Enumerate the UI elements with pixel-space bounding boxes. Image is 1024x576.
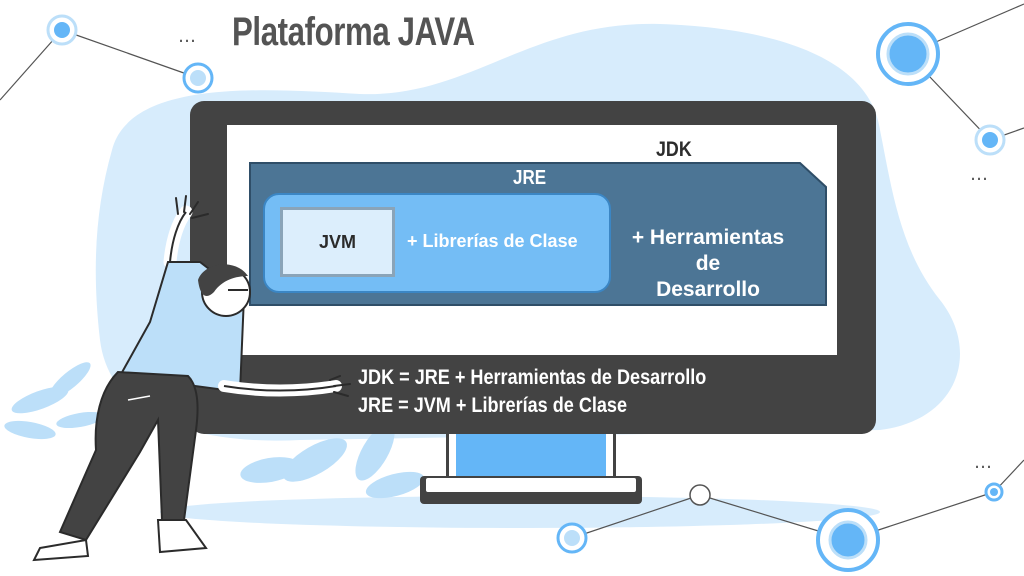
network-node — [689, 484, 711, 506]
jre-formula: JRE = JVM + Librerías de Clase — [358, 394, 628, 417]
development-tools-label: + Herramientas de Desarrollo — [618, 225, 798, 303]
jdk-label: JDK — [656, 138, 692, 161]
ellipsis-decoration: … — [970, 164, 989, 185]
person-lower-hand — [329, 375, 351, 397]
jvm-label: JVM — [318, 231, 356, 252]
person-legs — [58, 370, 199, 542]
jdk-formula: JDK = JRE + Herramientas de Desarrollo — [358, 366, 707, 389]
ellipsis-decoration: … — [974, 452, 993, 473]
jvm-box: JVM — [280, 207, 395, 277]
libraries-label: + Librerías de Clase — [407, 231, 578, 251]
person-hair — [198, 264, 248, 296]
page-title: Plataforma JAVA — [232, 10, 475, 54]
decorative-leaves — [4, 362, 425, 499]
person-raised-arm — [163, 205, 193, 269]
tools-label-line1: + Herramientas de — [631, 226, 785, 275]
person-shoe — [32, 538, 90, 562]
monitor-stand-panel — [456, 434, 606, 480]
monitor-base-top — [426, 478, 636, 492]
person-raised-hand — [175, 195, 209, 219]
person-shoe — [156, 519, 208, 554]
network-nodes — [46, 14, 1006, 572]
jre-label: JRE — [513, 167, 547, 189]
ellipsis-decoration: … — [178, 26, 197, 47]
tools-label-line2: Desarrollo — [656, 278, 760, 301]
